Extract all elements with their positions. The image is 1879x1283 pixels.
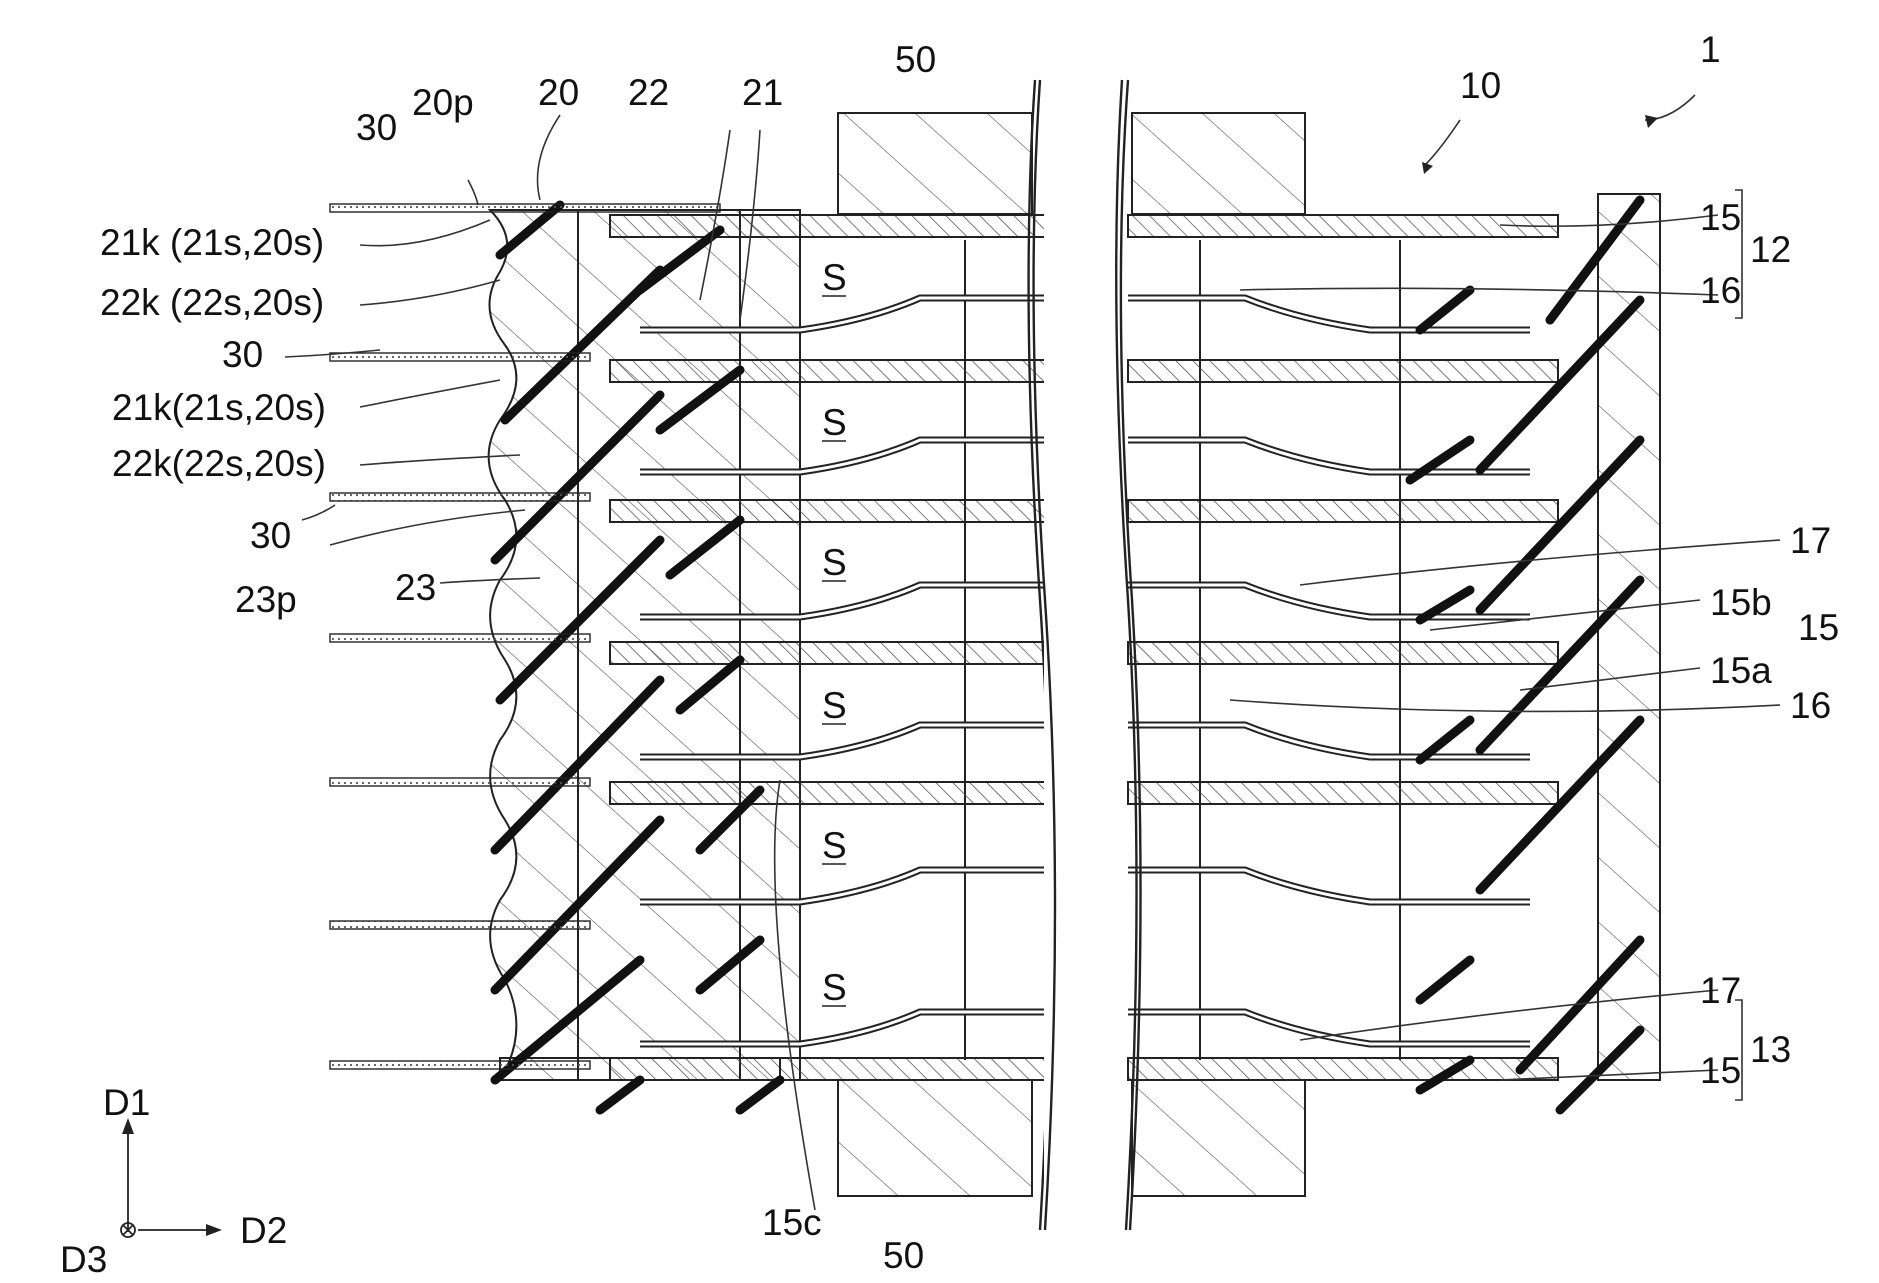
member-50-bottom-right <box>1132 1080 1305 1196</box>
label-15-mid: 15 <box>1798 607 1839 648</box>
label-20p: 20p <box>412 82 474 123</box>
label-21: 21 <box>742 72 783 113</box>
label-22k-b: 22k(22s,20s) <box>112 443 326 484</box>
label-17-bottom: 17 <box>1700 970 1741 1011</box>
label-50-bottom: 50 <box>883 1235 924 1276</box>
insulator-mark <box>1420 290 1470 330</box>
member-50-bottom-left <box>838 1080 1032 1196</box>
lead-wire-30 <box>330 921 590 929</box>
label-16-top: 16 <box>1700 270 1741 311</box>
label-12: 12 <box>1750 229 1791 270</box>
lead-wire-30 <box>330 353 590 361</box>
label-22: 22 <box>628 72 669 113</box>
space-label-s: S <box>822 402 847 443</box>
insulator-mark <box>600 1080 640 1110</box>
plate-15-left <box>610 500 1045 522</box>
space-label-s: S <box>822 685 847 726</box>
label-21k-a: 21k (21s,20s) <box>100 222 324 263</box>
lead-wire-30 <box>330 1061 590 1069</box>
label-15-bottom: 15 <box>1700 1050 1741 1091</box>
label-15b: 15b <box>1710 582 1772 623</box>
axis-label-d2: D2 <box>240 1210 287 1251</box>
lead-wire-30 <box>330 778 590 786</box>
label-23: 23 <box>395 567 436 608</box>
label-15c: 15c <box>762 1202 822 1243</box>
plate-15-right <box>1128 1058 1558 1080</box>
plate-15-left <box>610 360 1045 382</box>
label-15a: 15a <box>1710 650 1772 691</box>
arrow-10 <box>1422 162 1433 174</box>
lead-wire-30 <box>330 634 590 642</box>
label-21k-b: 21k(21s,20s) <box>112 387 326 428</box>
label-23p: 23p <box>235 579 297 620</box>
label-30-top: 30 <box>356 107 397 148</box>
space-label-s: S <box>822 825 847 866</box>
label-17-mid: 17 <box>1790 520 1831 561</box>
space-label-s: S <box>822 257 847 298</box>
label-10: 10 <box>1460 65 1501 106</box>
film-16-right <box>1128 870 1530 902</box>
space-label-s: S <box>822 967 847 1008</box>
label-13: 13 <box>1750 1029 1791 1070</box>
plate-15-right <box>1128 215 1558 237</box>
plate-15-right <box>1128 500 1558 522</box>
label-50-top: 50 <box>895 39 936 80</box>
member-50-top-right <box>1132 113 1305 214</box>
lead-wire-30 <box>330 204 720 212</box>
brackets <box>1735 190 1742 1100</box>
axis-label-d1: D1 <box>103 1082 150 1123</box>
label-22k-a: 22k (22s,20s) <box>100 282 324 323</box>
plate-15-right <box>1128 642 1558 664</box>
break-gap <box>1044 70 1118 1240</box>
arrow-1 <box>1645 115 1658 128</box>
plate-15-left <box>610 782 1045 804</box>
label-30-mid: 30 <box>222 334 263 375</box>
axes-indicator <box>121 1125 212 1237</box>
axis-label-d3: D3 <box>60 1239 107 1278</box>
label-16-mid: 16 <box>1790 685 1831 726</box>
label-15-top: 15 <box>1700 197 1741 238</box>
label-20: 20 <box>538 72 579 113</box>
label-1: 1 <box>1700 29 1721 70</box>
plate-15-left <box>610 1058 1045 1080</box>
insulator-mark <box>740 1080 780 1110</box>
film-16-right <box>1128 725 1530 757</box>
plate-15-right <box>1128 782 1558 804</box>
space-label-s: S <box>822 542 847 583</box>
film-16-right <box>1128 298 1530 330</box>
axis-d2-arrow <box>206 1224 222 1236</box>
plate-15-left <box>610 215 1045 237</box>
insulator-mark <box>1420 960 1470 1000</box>
plate-15-left <box>610 642 1045 664</box>
label-30-low: 30 <box>250 515 291 556</box>
lead-wire-30 <box>330 493 590 501</box>
member-50-top-left <box>838 113 1032 214</box>
plate-15-right <box>1128 360 1558 382</box>
